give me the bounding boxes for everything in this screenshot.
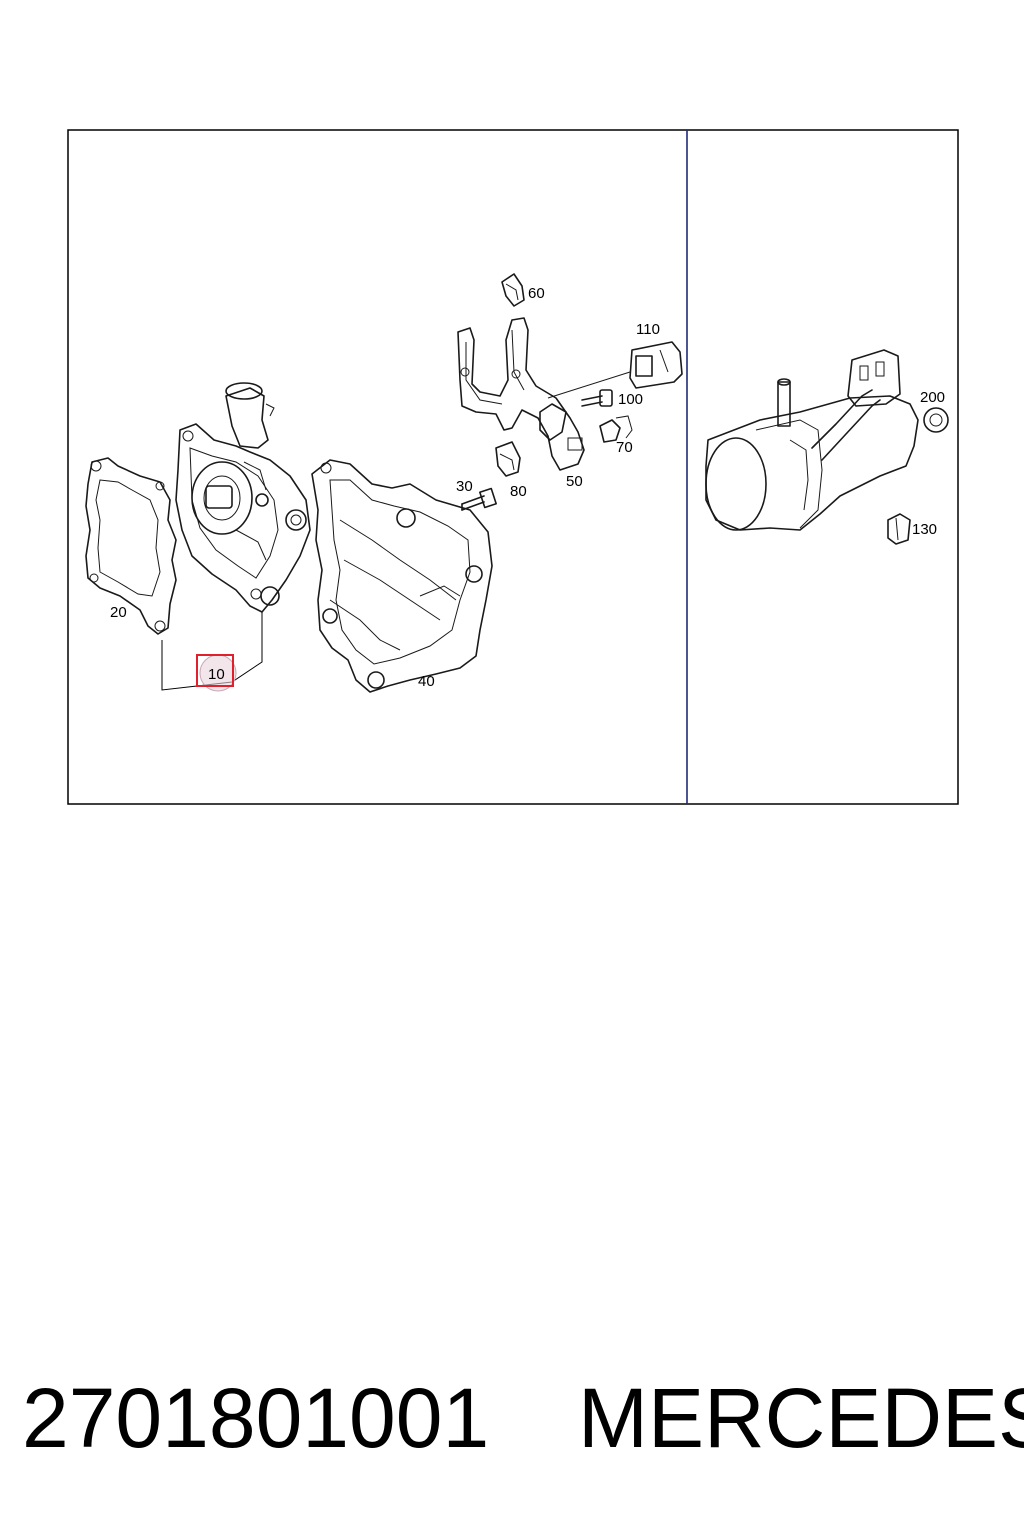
callout-20: 20: [110, 604, 127, 621]
diagram-frame: [67, 129, 959, 805]
callout-60: 60: [528, 285, 545, 302]
seal-ring-part-200: [923, 407, 949, 433]
nut-part-70: [599, 415, 633, 443]
clip-part-60: [501, 273, 525, 307]
clip-part-130: [887, 513, 911, 545]
connector-part-110: [547, 341, 683, 399]
callout-10: 10: [208, 666, 225, 683]
callout-100: 100: [618, 391, 643, 408]
bolt-part-30: [461, 487, 497, 511]
caption: 2701801001 MERCEDES: [22, 1368, 1024, 1478]
bracket-part-40: [311, 459, 493, 693]
callout-40: 40: [418, 673, 435, 690]
brand-name: MERCEDES: [578, 1371, 1024, 1465]
callout-130: 130: [912, 521, 937, 538]
callout-70: 70: [616, 439, 633, 456]
parts-diagram: 10 20 30 40 50 60 70 80 100 110 130 200: [67, 129, 959, 805]
callout-50: 50: [566, 473, 583, 490]
part-number: 2701801001: [22, 1371, 490, 1465]
vacuum-pump-part-10: [175, 382, 311, 613]
callout-80: 80: [510, 483, 527, 500]
clip-part-80: [495, 441, 521, 477]
callout-30: 30: [456, 478, 473, 495]
mounting-plate-part-50: [457, 317, 585, 471]
callout-110: 110: [636, 321, 660, 338]
bolt-part-100: [581, 389, 613, 407]
gasket-part-20: [85, 457, 177, 635]
callout-200: 200: [920, 389, 945, 406]
highlight-box-10: [196, 654, 234, 687]
electric-vacuum-pump: [705, 349, 919, 531]
